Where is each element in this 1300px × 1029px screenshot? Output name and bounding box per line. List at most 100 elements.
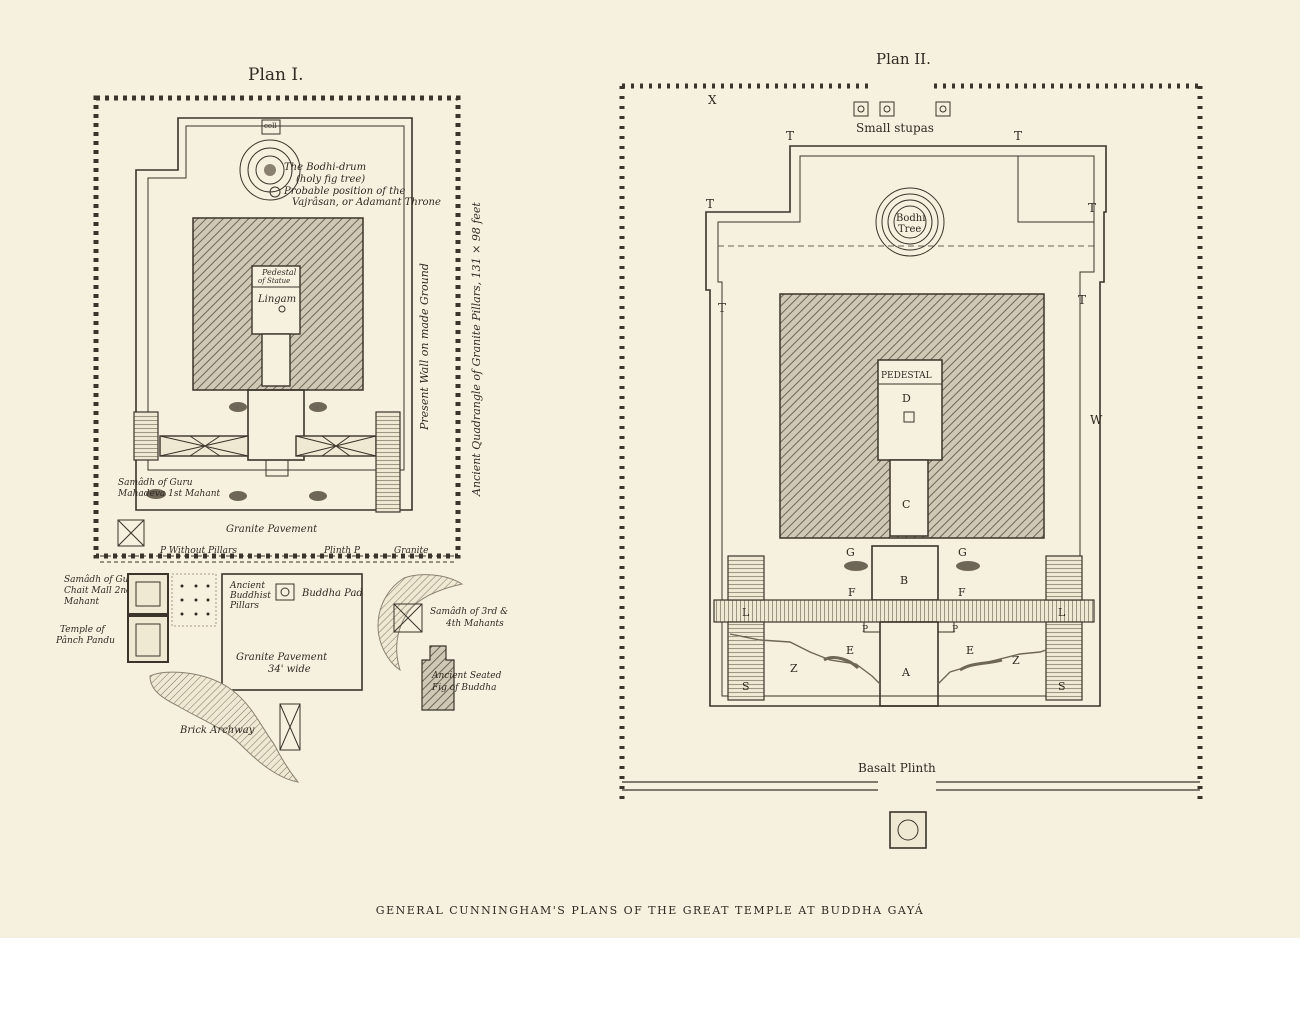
samadh-guru-two-line3: Mahant — [63, 597, 100, 607]
temple-panch-pandu-line1: Temple of — [60, 625, 106, 635]
rubble-line-right — [937, 649, 1047, 685]
letter-s-right: S — [1058, 680, 1066, 693]
t-markers: T T T T T T — [706, 129, 1096, 315]
figure-blobs — [146, 402, 327, 501]
plan-two: Plan II. X Small stupas T T T T T T W — [619, 50, 1203, 849]
ancient-quadrangle-label: Ancient Quadrangle of Granite Pillars, 1… — [470, 202, 483, 497]
letter-l-left: L — [742, 606, 750, 619]
samadh-guru-two-line1: Samâdh of Guru — [64, 574, 139, 585]
letter-l-right: L — [1058, 606, 1066, 619]
letter-b: B — [900, 574, 908, 587]
plinth-label: Plinth P — [323, 546, 361, 556]
mound-right — [377, 574, 464, 672]
letter-x: X — [708, 93, 717, 107]
svg-text:T: T — [1014, 129, 1022, 143]
upper-terrace — [705, 145, 1107, 707]
mound-left — [149, 671, 300, 783]
letter-d: D — [902, 392, 911, 405]
pedestal-box — [877, 359, 943, 461]
svg-text:T: T — [718, 301, 726, 315]
samadh-three-four-line1: Samâdh of 3rd & — [430, 606, 508, 617]
pedestal-label: Pedestal — [261, 268, 297, 277]
porch-a — [879, 621, 939, 707]
samadh-three-four-line2: 4th Mahants — [445, 619, 504, 629]
bodhi-tree-rings — [875, 187, 945, 257]
letter-p-right: P — [952, 625, 958, 635]
without-pillars-label: P Without Pillars — [159, 546, 237, 556]
seated-buddha-line2: Fig of Buddha — [431, 683, 496, 693]
letter-a: A — [901, 666, 911, 679]
plan-one-title: Plan I. — [248, 65, 303, 85]
seated-buddha-shrine — [421, 645, 455, 711]
present-wall-inner — [147, 125, 405, 471]
letter-g-right: G — [958, 546, 967, 559]
pedestal-box — [251, 265, 301, 335]
samadh-one-box — [117, 519, 145, 547]
pillar-grid — [171, 573, 217, 627]
terrace-inner — [717, 155, 1095, 697]
seated-buddha-line1: Ancient Seated — [431, 671, 502, 681]
plinth-line — [100, 555, 456, 563]
letter-c: C — [902, 498, 910, 511]
samadh-guru-one-line2: Mahadeva 1st Mahant — [117, 489, 221, 499]
temple-panch-pandu-line2: Pânch Pandu — [55, 635, 115, 646]
samadh-three-four-box — [393, 603, 423, 633]
vajrasan-label: Vajrâsan, or Adamant Throne — [292, 197, 441, 208]
brick-archway — [279, 703, 301, 751]
lingam-label: Lingam — [257, 294, 296, 305]
probable-position-label: Probable position of the — [283, 186, 406, 197]
sanctum-passage — [889, 459, 929, 537]
plan-one: Plan I. cell The Bodhi-drum (holy fig tr… — [55, 65, 508, 783]
present-wall — [135, 117, 413, 511]
small-stupas-label: Small stupas — [856, 121, 934, 135]
granite-pavement-label: Granite Pavement — [226, 524, 318, 535]
outer-enclosure-bottom-left — [622, 781, 878, 791]
letter-e-right: E — [966, 644, 974, 657]
bodhi-tree-rings — [239, 119, 301, 201]
rubble-line-left — [729, 633, 881, 685]
bodhi-drum-label: The Bodhi-drum — [284, 162, 366, 173]
ne-platform — [1017, 155, 1095, 223]
stair-right-lower — [1045, 621, 1083, 701]
panch-pandu-temple — [127, 615, 169, 663]
of-statue-label: of Statue — [258, 277, 290, 285]
granite-pavement-court — [221, 573, 363, 691]
granite-pavement-two-line2: 34' wide — [268, 664, 311, 675]
svg-text:T: T — [1078, 293, 1086, 307]
ancient-line3: Pillars — [229, 601, 259, 611]
ancient-line2: Buddhist — [229, 591, 271, 601]
letter-f-right: F — [958, 586, 966, 599]
stair-right — [1045, 555, 1083, 601]
figure-blobs — [844, 561, 980, 571]
tree-label: Tree — [898, 224, 921, 235]
stair-left — [727, 555, 765, 601]
crossing-band — [713, 599, 1095, 623]
letter-z-right: Z — [1012, 654, 1020, 667]
bottom-banner — [0, 938, 1300, 1029]
ancient-line1: Ancient — [229, 581, 265, 591]
samadh-two-box — [127, 573, 169, 615]
svg-text:T: T — [706, 197, 714, 211]
brick-archway-label: Brick Archway — [179, 725, 255, 736]
plate-caption: GENERAL CUNNINGHAM'S PLANS OF THE GREAT … — [376, 903, 924, 917]
stair-left — [133, 411, 159, 461]
buddha-pad-label: Buddha Pad — [301, 588, 363, 599]
granite-label: Granite — [394, 546, 428, 556]
cell-label: cell — [264, 122, 277, 130]
small-stupas — [853, 101, 951, 117]
stair-right — [375, 411, 401, 513]
front-stupa — [889, 811, 927, 849]
samadh-guru-one-line1: Samâdh of Guru — [118, 477, 193, 488]
porch-b — [871, 545, 939, 601]
outer-enclosure-bottom-right — [936, 781, 1200, 791]
basalt-plinth-label: Basalt Plinth — [858, 761, 936, 775]
bodhi-label: Bodhi — [896, 213, 925, 224]
letter-g-left: G — [846, 546, 855, 559]
letter-e-left: E — [846, 644, 854, 657]
letter-f-left: F — [848, 586, 856, 599]
plan-two-title: Plan II. — [876, 50, 931, 68]
present-wall-label: Present Wall on made Ground — [418, 263, 431, 431]
holy-fig-label: (holy fig tree) — [296, 174, 365, 185]
letter-w: W — [1090, 413, 1103, 427]
